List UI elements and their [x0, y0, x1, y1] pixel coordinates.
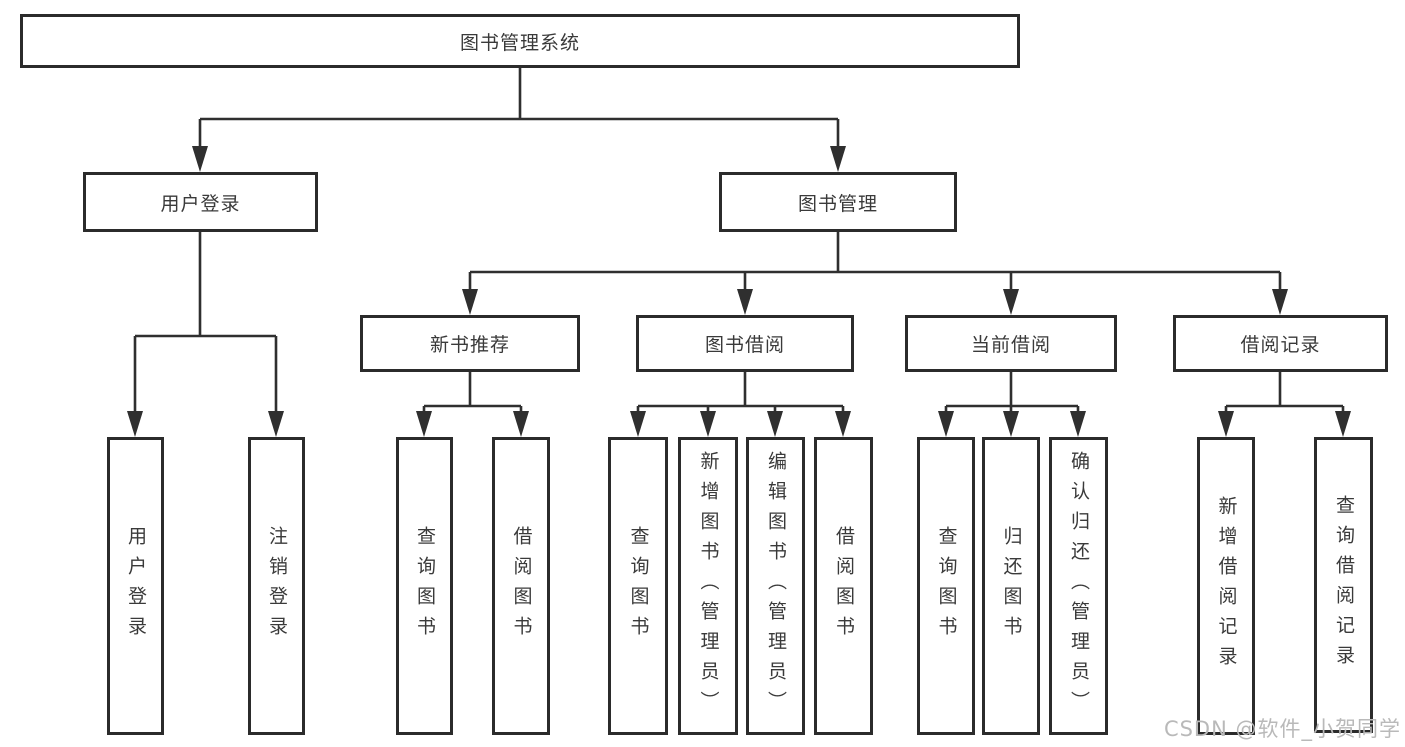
arrowhead [1070, 411, 1086, 437]
node-user-login: 用户登录 [83, 172, 318, 232]
arrowhead [416, 411, 432, 437]
connector-userlogin-to-leaves [133, 232, 278, 412]
leaf-query-book-2: 查询图书 [608, 437, 668, 735]
node-root-system: 图书管理系统 [20, 14, 1020, 68]
leaf-confirm-return-admin: 确认归还（管理员） [1049, 437, 1108, 735]
arrowhead [835, 411, 851, 437]
arrowhead [127, 411, 143, 437]
arrowhead [830, 146, 846, 172]
leaf-borrow-book-1: 借阅图书 [492, 437, 550, 735]
arrowhead [1003, 411, 1019, 437]
connector-root-to-level2 [198, 68, 840, 148]
leaf-query-borrow-record: 查询借阅记录 [1314, 437, 1373, 733]
connector-currentborrow-to-leaves [944, 372, 1080, 412]
connector-borrowrecord-to-leaves [1224, 372, 1345, 412]
connector-newbook-to-leaves [422, 372, 523, 412]
arrowhead [700, 411, 716, 437]
arrowhead [1003, 289, 1019, 315]
leaf-user-login: 用户登录 [107, 437, 164, 735]
node-book-management: 图书管理 [719, 172, 957, 232]
arrowhead [268, 411, 284, 437]
arrowhead [630, 411, 646, 437]
connector-bookmgmt-to-level3 [468, 232, 1282, 291]
csdn-watermark: CSDN @软件_小贺同学 [1163, 717, 1401, 741]
arrowhead [1218, 411, 1234, 437]
arrowhead [192, 146, 208, 172]
leaf-logout: 注销登录 [248, 437, 305, 735]
arrowheads [127, 146, 1351, 437]
node-new-book-recommend: 新书推荐 [360, 315, 580, 372]
arrowhead [737, 289, 753, 315]
arrowhead [462, 289, 478, 315]
leaf-query-book-1: 查询图书 [396, 437, 453, 735]
connector-bookborrow-to-leaves [636, 372, 845, 412]
node-current-borrow: 当前借阅 [905, 315, 1117, 372]
arrowhead [1335, 411, 1351, 437]
leaf-return-book: 归还图书 [982, 437, 1040, 735]
leaf-borrow-book-2: 借阅图书 [814, 437, 873, 735]
arrowhead [1272, 289, 1288, 315]
node-borrow-record: 借阅记录 [1173, 315, 1388, 372]
leaf-add-book-admin: 新增图书（管理员） [678, 437, 738, 735]
arrowhead [938, 411, 954, 437]
leaf-add-borrow-record: 新增借阅记录 [1197, 437, 1255, 735]
leaf-edit-book-admin: 编辑图书（管理员） [746, 437, 805, 735]
arrowhead [767, 411, 783, 437]
arrowhead [513, 411, 529, 437]
leaf-query-book-3: 查询图书 [917, 437, 975, 735]
node-book-borrow: 图书借阅 [636, 315, 854, 372]
